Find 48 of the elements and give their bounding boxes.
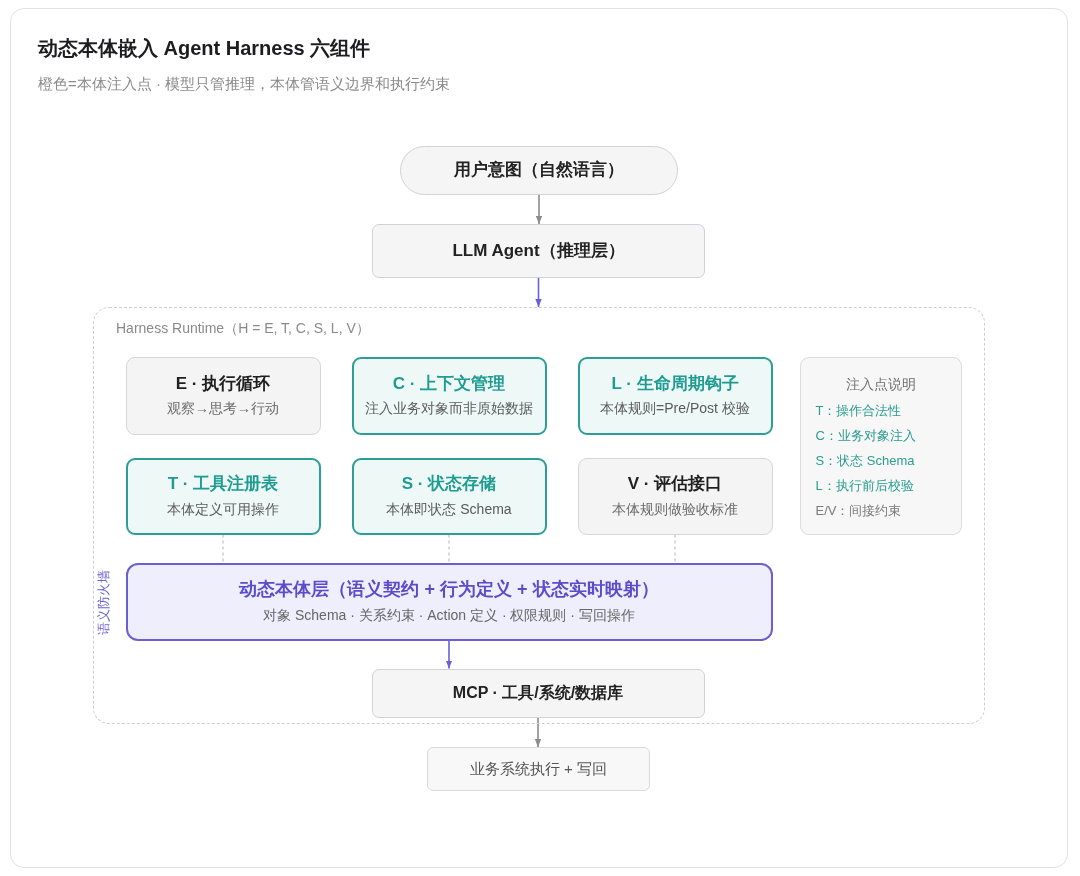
note-item: E/V：间接约束 <box>815 501 902 519</box>
note-item: S：状态 Schema <box>815 451 915 469</box>
arrow <box>534 716 542 748</box>
card-description: 本体定义可用操作 <box>167 500 279 518</box>
card-description: 注入业务对象而非原始数据 <box>365 400 533 418</box>
arrow <box>535 277 542 308</box>
note-card <box>799 356 962 535</box>
output-box <box>427 747 650 791</box>
note-item: C：业务对象注入 <box>815 426 916 444</box>
dashed-connector <box>222 533 224 564</box>
dashed-connector <box>674 533 676 564</box>
arrow <box>445 639 453 670</box>
card-description: 本体规则=Pre/Post 校验 <box>600 400 750 418</box>
intent-pill <box>400 146 678 195</box>
arrow <box>535 194 543 225</box>
layer-box <box>125 562 773 641</box>
side-label: 语义防火墙 <box>96 570 111 635</box>
dashed-group-frame <box>93 307 985 724</box>
note-item: L：执行前后校验 <box>815 476 914 494</box>
dashed-connector <box>448 533 450 564</box>
process-box <box>372 224 705 278</box>
layer-description: 对象 Schema · 关系约束 · Action 定义 · 权限规则 · 写回操作 <box>263 606 635 624</box>
card-title: L · 生命周期钩子 <box>611 373 739 395</box>
component-card <box>577 356 773 435</box>
card-title: S · 状态存储 <box>401 474 497 495</box>
subtitle: 橙色=本体注入点 · 模型只管推理，本体管语义边界和执行约束 <box>38 74 451 94</box>
card-description: 本体规则做验收标准 <box>612 500 738 518</box>
layer-title: 动态本体层（语义契约 + 行为定义 + 状态实时映射） <box>239 579 659 601</box>
card-description: 本体即状态 Schema <box>386 500 512 518</box>
note-heading: 注入点说明 <box>846 374 916 394</box>
note-item: T：操作合法性 <box>815 401 902 419</box>
card-title: E · 执行循环 <box>175 373 271 395</box>
component-card <box>125 457 321 535</box>
process-box <box>371 668 705 718</box>
component-card <box>125 356 321 435</box>
card-description: 观察→思考→行动 <box>167 400 279 418</box>
component-card <box>351 356 547 435</box>
component-card <box>577 457 773 535</box>
card-title: C · 上下文管理 <box>392 373 506 395</box>
box-label: 用户意图（自然语言） <box>454 160 624 181</box>
title: 动态本体嵌入 Agent Harness 六组件 <box>38 36 371 60</box>
component-card <box>351 457 547 535</box>
group-title: Harness Runtime（H = E, T, C, S, L, V） <box>116 320 370 338</box>
card-title: T · 工具注册表 <box>167 474 279 495</box>
box-label: LLM Agent（推理层） <box>452 240 625 262</box>
box-label: 业务系统执行 + 写回 <box>469 759 608 779</box>
box-label: MCP · 工具/系统/数据库 <box>452 683 624 703</box>
card-title: V · 评估接口 <box>627 474 723 495</box>
